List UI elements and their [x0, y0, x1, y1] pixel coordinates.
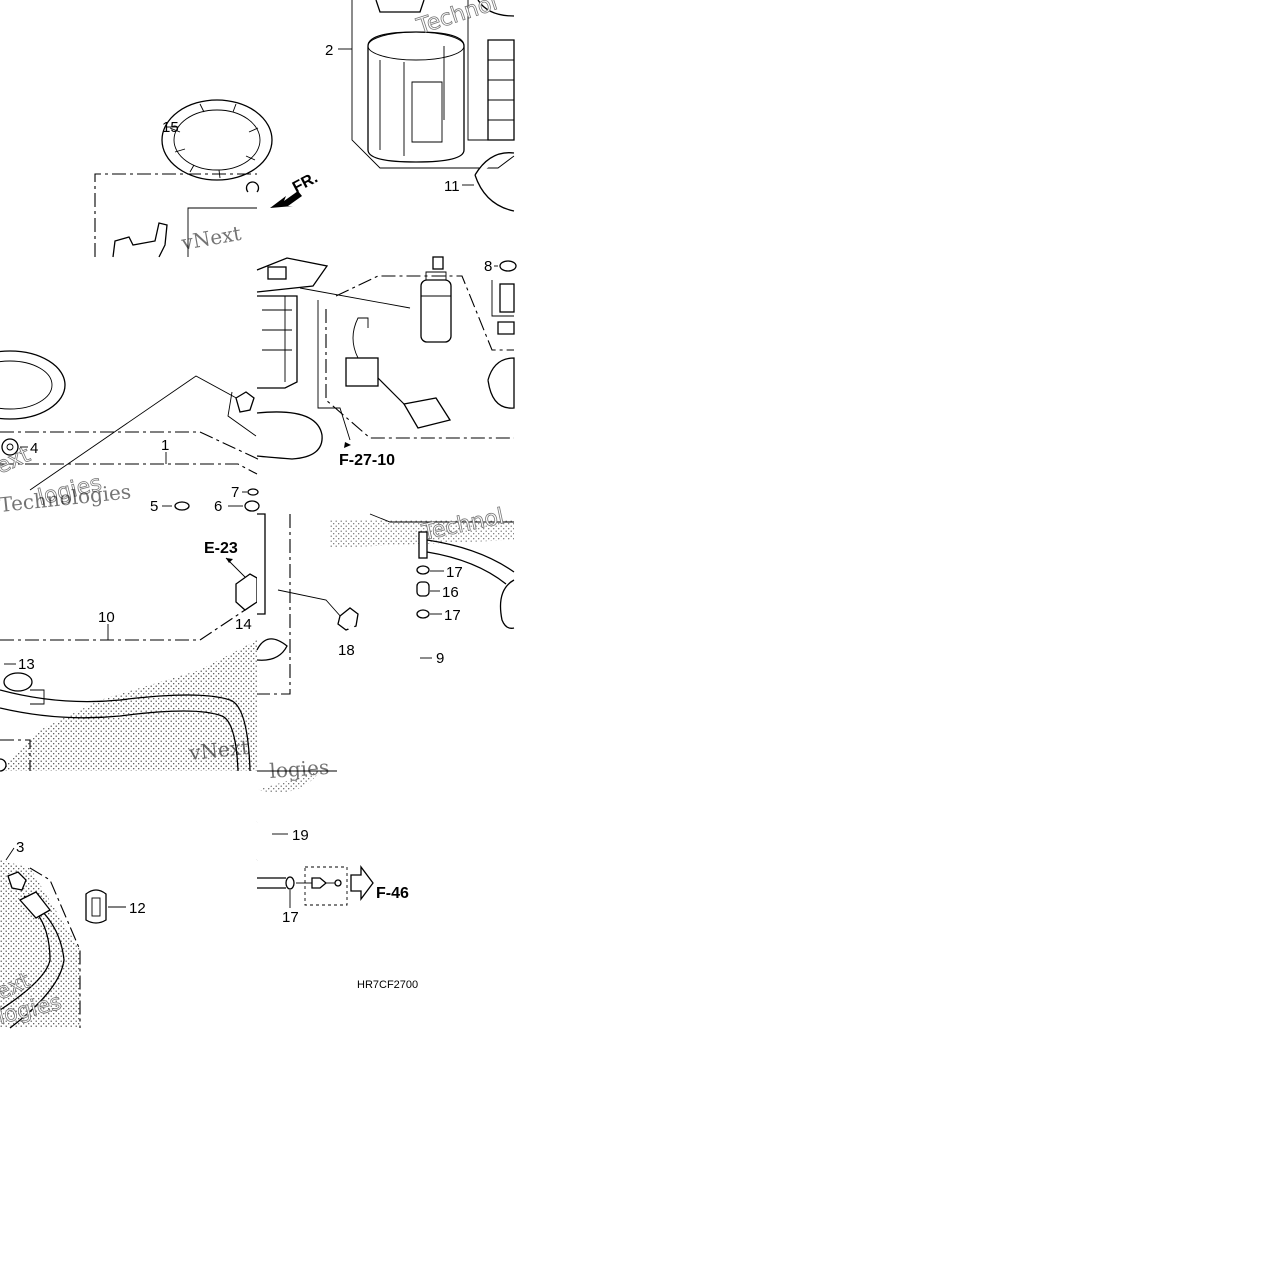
regulator-part	[487, 280, 515, 409]
fuel-feed-pipe	[0, 672, 251, 772]
o-ring-part-11	[474, 152, 515, 212]
part-label-6: 6	[214, 498, 222, 515]
connector	[267, 266, 287, 280]
part-label-17a: 17	[446, 564, 463, 581]
tile-top-middle: 2 11 FR. Technol	[270, 0, 515, 212]
clamp-part-17a	[416, 565, 430, 575]
part-label-18: 18	[338, 642, 355, 659]
part-label-10: 10	[98, 609, 115, 626]
ref-e-23: E-23	[204, 540, 238, 557]
part-label-15: 15	[162, 119, 179, 136]
ref-f-46: F-46	[376, 885, 409, 902]
pipe-stub	[418, 531, 515, 629]
valve-part-4	[1, 438, 19, 456]
part-label-17b: 17	[444, 607, 461, 624]
o-ring-part	[256, 411, 323, 460]
float	[402, 397, 452, 429]
grommet-part-12	[85, 889, 107, 924]
seal-part-5	[174, 501, 190, 511]
tile-bottom-middle: 19 17 F-46 HR7CF2700 logies	[255, 755, 418, 991]
fuel-pipe-lower	[0, 891, 65, 1029]
tile-middle-left: 1 4 5 7 6 ext logies Technologies	[0, 350, 261, 517]
tile-bottom-left: 3 12 ext logies	[0, 839, 146, 1030]
washer-part-7	[247, 488, 259, 496]
drawing-code: HR7CF2700	[357, 979, 418, 991]
vent-pipe	[257, 876, 342, 890]
tile-center-lower: 18 9 17 16 17 Technol	[256, 504, 515, 695]
part-label-1: 1	[161, 437, 169, 454]
clip-part-3	[7, 871, 27, 891]
hose-part-9	[347, 619, 423, 695]
joint-part-16	[416, 581, 430, 597]
pump-module-part	[477, 0, 515, 141]
part-label-16: 16	[442, 584, 459, 601]
filter-part-8	[499, 260, 517, 272]
clamp-part-17b	[416, 609, 430, 619]
hose-part-19	[255, 820, 273, 861]
part-label-13: 13	[18, 656, 35, 673]
ref-f-27-10: F-27-10	[339, 452, 395, 469]
front-direction-arrow: FR.	[270, 169, 321, 208]
clip-part	[235, 573, 258, 611]
lock-ring-part-15	[161, 99, 273, 181]
part-label-9: 9	[436, 650, 444, 667]
pump-housing-part-2	[367, 0, 465, 163]
front-label: FR.	[290, 169, 321, 196]
watermark-outline: Technol	[413, 0, 500, 40]
part-label-17c: 17	[282, 909, 299, 926]
part-label-11: 11	[444, 178, 460, 195]
part-label-4: 4	[30, 440, 38, 457]
fuel-level-sender	[345, 317, 452, 429]
part-label-12: 12	[129, 900, 146, 917]
tile-center: F-27-10 8	[256, 256, 517, 469]
tile-left-lower: 10 E-23 14 13 vNext	[0, 540, 258, 772]
part-label-2: 2	[325, 42, 333, 59]
part-label-14: 14	[235, 616, 252, 633]
part-label-8: 8	[484, 258, 492, 275]
part-label-5: 5	[150, 498, 158, 515]
watermark-sub-b: logies	[269, 755, 330, 783]
ref-arrow-f-46	[350, 865, 374, 901]
part-label-19: 19	[292, 827, 309, 844]
lock-ring-part	[0, 350, 66, 420]
pump-assembly-cutaway	[257, 295, 298, 389]
o-ring-part-6	[244, 500, 260, 512]
fuel-pump-motor	[420, 256, 452, 343]
clamp-part-18	[337, 607, 359, 631]
part-label-3: 3	[16, 839, 24, 856]
tile-top-left: 15 vNext	[94, 99, 273, 258]
bracket-part	[112, 181, 260, 258]
part-label-7: 7	[231, 484, 239, 501]
